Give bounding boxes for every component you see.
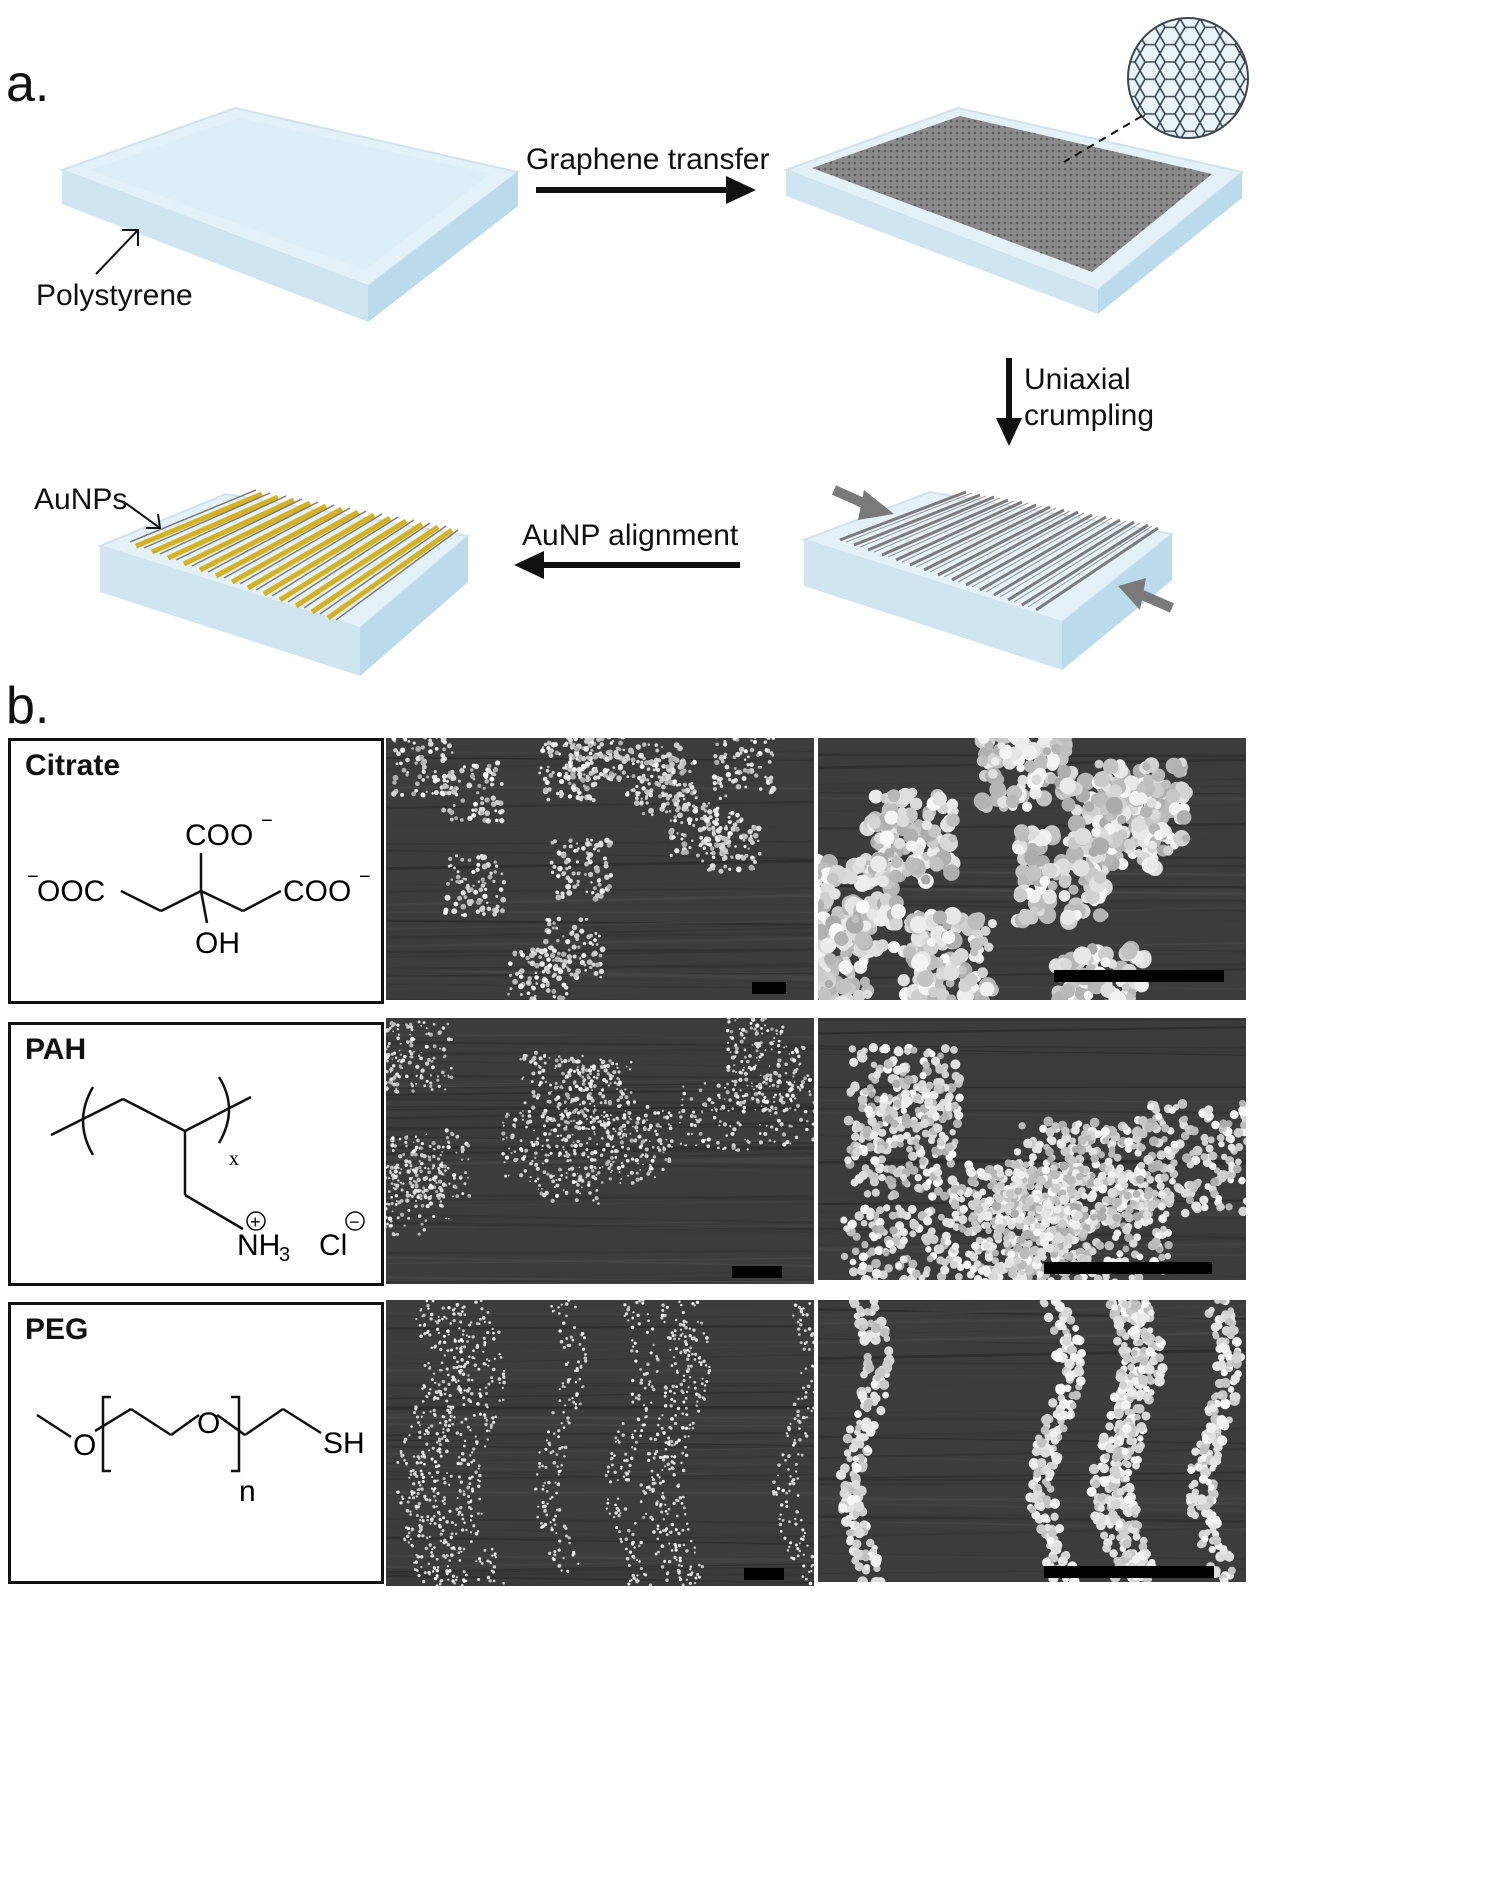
- citrate-structure-box: Citrate COO − OOC − COO − OH: [8, 738, 384, 1004]
- left-arrow-icon: [514, 551, 740, 579]
- citrate-structure: COO − OOC − COO − OH: [27, 810, 371, 960]
- pah-structure-box: PAH x + NH 3 Cl −: [8, 1022, 384, 1286]
- compression-arrow-icon: [831, 485, 894, 520]
- compression-arrow-icon: [1118, 578, 1175, 613]
- right-arrow-icon: [536, 176, 756, 204]
- down-arrow-icon: [996, 358, 1022, 446]
- aunps-pointer-arrow: [123, 501, 162, 529]
- peg-title: PEG: [25, 1313, 89, 1346]
- pah-amine-subscript: 3: [279, 1244, 290, 1266]
- crumpling-label: crumpling: [1024, 399, 1155, 432]
- uniaxial-label: Uniaxial: [1024, 363, 1131, 396]
- peg-sem-high-mag: [818, 1300, 1246, 1582]
- peg-subscript-n: n: [239, 1475, 256, 1508]
- peg-thiol-group: SH: [323, 1427, 365, 1460]
- peg-oxygen-2: O: [197, 1407, 220, 1440]
- panel-a-label: a.: [6, 55, 50, 113]
- pah-minus-charge: −: [349, 1212, 360, 1232]
- peg-structure-box: PEG O O n SH: [8, 1302, 384, 1584]
- peg-sem-low-mag: [386, 1300, 814, 1586]
- pah-title: PAH: [25, 1033, 87, 1066]
- panel-b-label: b.: [6, 677, 50, 735]
- citrate-title: Citrate: [25, 749, 121, 782]
- polystyrene-label: Polystyrene: [36, 279, 193, 312]
- citrate-top-group: COO: [185, 819, 253, 852]
- citrate-right-charge: −: [359, 866, 371, 888]
- citrate-sem-low-mag: [386, 738, 814, 1000]
- pah-structure: x + NH 3 Cl −: [50, 1076, 365, 1266]
- citrate-left-group: OOC: [37, 875, 105, 908]
- polystyrene-substrate: [59, 106, 521, 322]
- peg-oxygen-1: O: [73, 1429, 96, 1462]
- graphene-lattice-zoom: [1063, 17, 1249, 163]
- aunps-label: AuNPs: [34, 483, 128, 516]
- pah-amine-group: NH: [237, 1229, 280, 1262]
- aunp-aligned-substrate: [97, 489, 471, 676]
- pah-subscript-x: x: [229, 1148, 239, 1170]
- graphene-substrate: [783, 106, 1245, 314]
- pah-counter-ion: Cl: [319, 1229, 347, 1262]
- polystyrene-pointer-arrow: [95, 229, 139, 275]
- citrate-sem-high-mag: [818, 738, 1246, 1000]
- aunp-alignment-label: AuNP alignment: [522, 519, 739, 552]
- pah-sem-low-mag: [386, 1018, 814, 1284]
- pah-plus-charge: +: [250, 1212, 261, 1232]
- graphene-transfer-label: Graphene transfer: [526, 143, 770, 176]
- peg-structure: O O n SH: [36, 1395, 365, 1508]
- crumpled-graphene-substrate: [800, 490, 1175, 670]
- citrate-top-charge: −: [261, 810, 273, 832]
- citrate-bottom-group: OH: [195, 927, 240, 960]
- citrate-left-charge: −: [27, 866, 39, 888]
- citrate-right-group: COO: [283, 875, 351, 908]
- pah-sem-high-mag: [818, 1018, 1246, 1280]
